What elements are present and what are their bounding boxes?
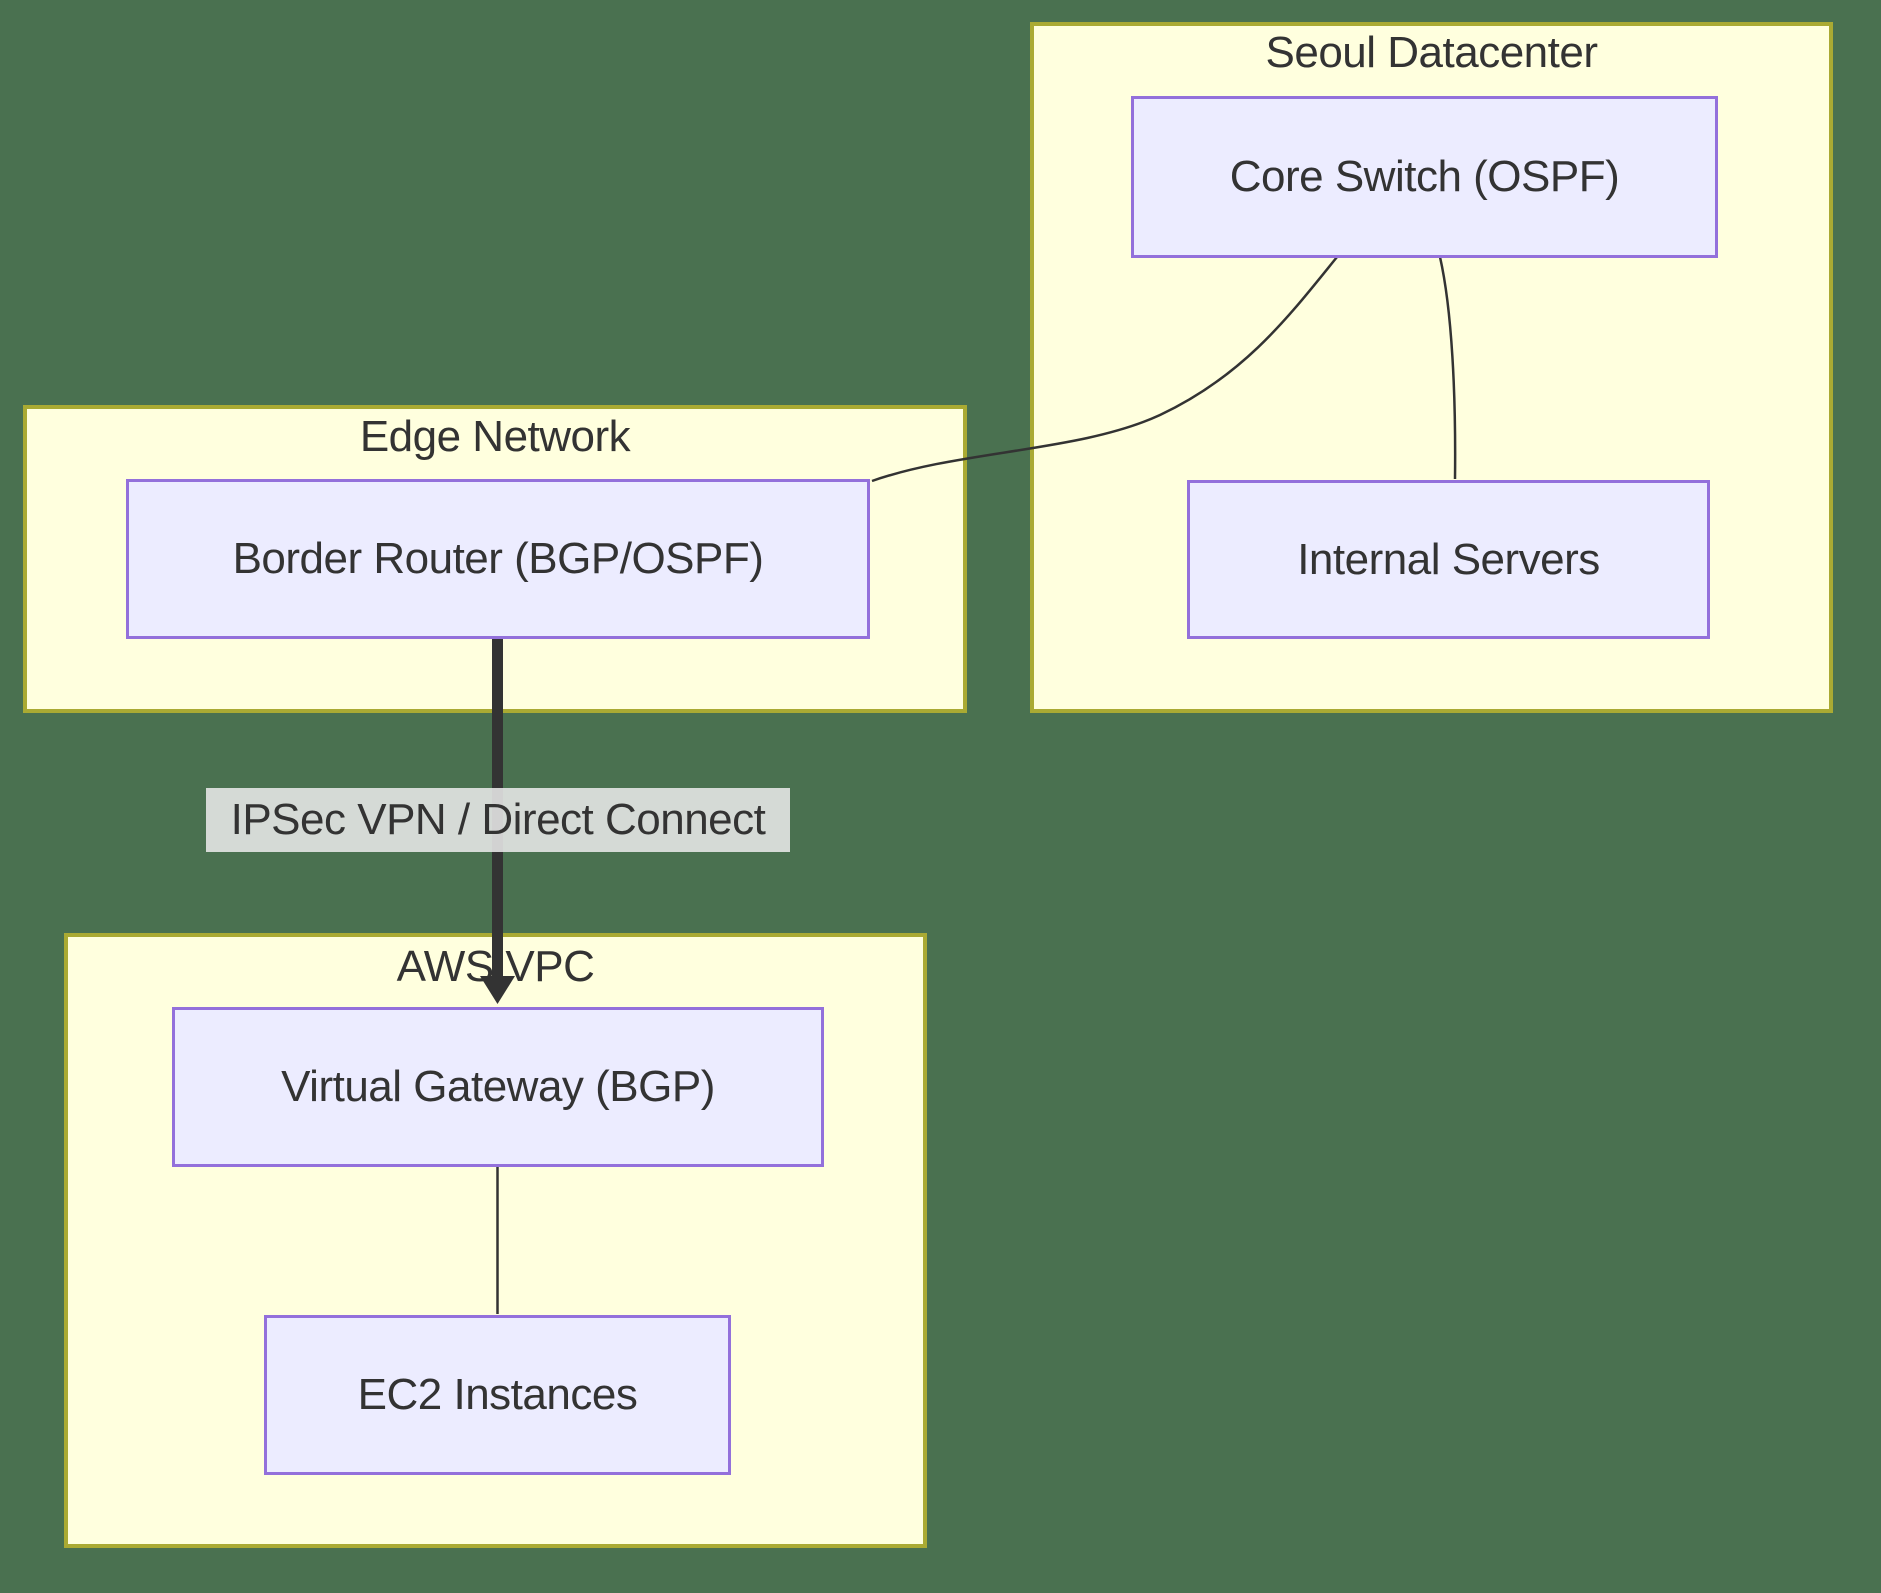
node-ec2-instances: EC2 Instances (264, 1315, 731, 1475)
edge-label-ipsec-vpn-text: IPSec VPN / Direct Connect (230, 795, 766, 844)
node-ec2-instances-label: EC2 Instances (357, 1370, 638, 1419)
node-internal-servers: Internal Servers (1187, 480, 1710, 639)
edge-core-switch-to-internal-servers (1438, 256, 1457, 480)
node-virtual-gateway-label: Virtual Gateway (BGP) (281, 1062, 715, 1111)
node-core-switch-label: Core Switch (OSPF) (1229, 152, 1620, 201)
node-virtual-gateway: Virtual Gateway (BGP) (172, 1007, 824, 1167)
edge-core-switch-to-border-router (871, 256, 1338, 483)
node-internal-servers-label: Internal Servers (1297, 534, 1600, 584)
node-border-router: Border Router (BGP/OSPF) (126, 479, 870, 639)
arrowhead-virtual-gateway (480, 976, 515, 1004)
node-border-router-label: Border Router (BGP/OSPF) (232, 534, 764, 583)
edge-label-ipsec-vpn: IPSec VPN / Direct Connect (206, 788, 790, 852)
node-core-switch: Core Switch (OSPF) (1131, 96, 1718, 258)
